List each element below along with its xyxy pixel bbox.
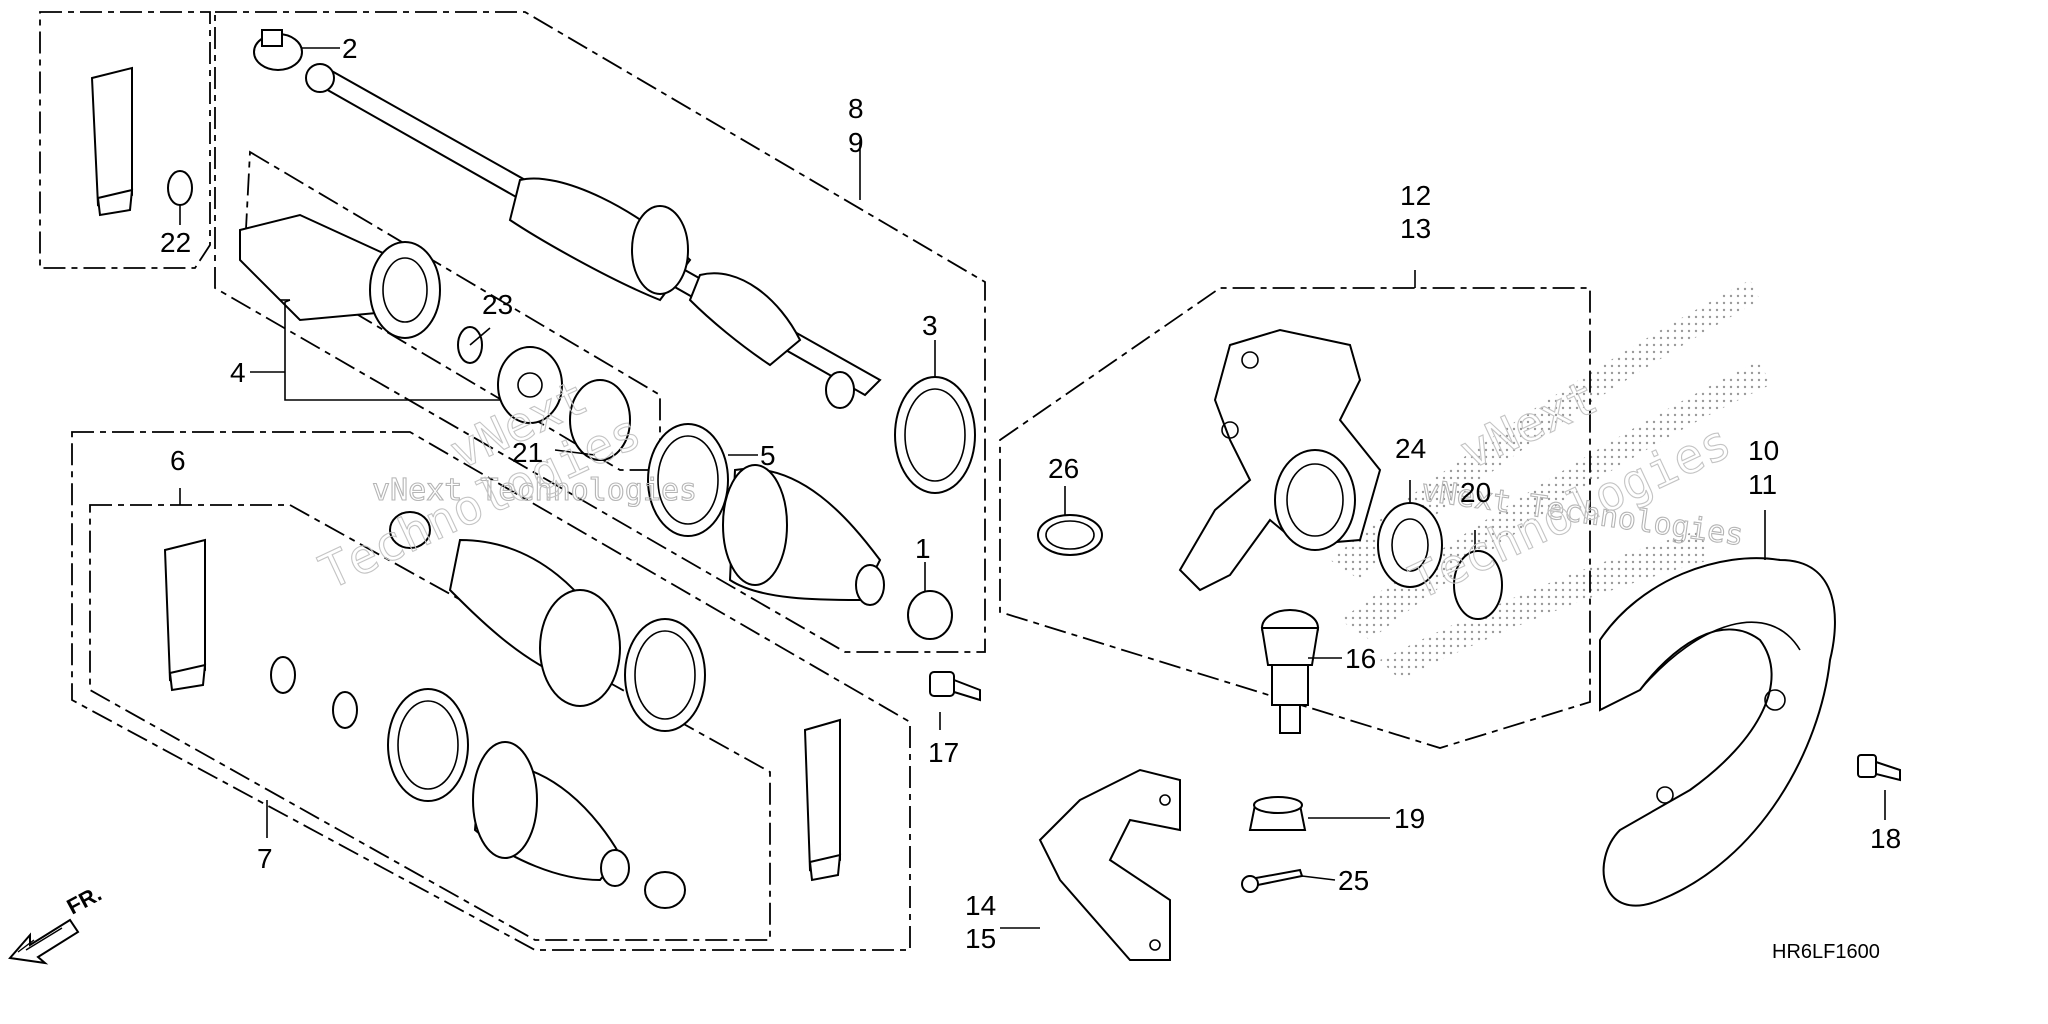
grease-tube-top	[90, 66, 134, 217]
boot-kit-outline	[89, 504, 771, 941]
callout-21: 21	[512, 437, 543, 468]
circlip-22	[167, 170, 193, 206]
callout-19: 19	[1394, 803, 1425, 834]
leader-lines	[179, 47, 1886, 929]
callout-6: 6	[170, 445, 186, 476]
callout-12: 12	[1400, 180, 1431, 211]
clamp-3	[894, 376, 976, 494]
cotter-pin-25	[1241, 868, 1304, 893]
callout-23: 23	[482, 289, 513, 320]
dust-shield	[1599, 557, 1836, 907]
diagram-code: HR6LF1600	[1772, 941, 1880, 963]
callout-17: 17	[928, 737, 959, 768]
callout-15: 15	[965, 923, 996, 954]
callout-16: 16	[1345, 643, 1376, 674]
callout-8: 8	[848, 93, 864, 124]
callout-11: 11	[1748, 469, 1777, 500]
clamp-1	[907, 590, 953, 640]
circlip-kit-b	[332, 691, 358, 729]
front-arrow-icon	[8, 918, 80, 965]
outboard-kit-outline	[71, 431, 911, 951]
callout-24: 24	[1395, 433, 1426, 464]
callout-2: 2	[342, 33, 358, 64]
grease-tube-right	[803, 718, 842, 882]
boot-kit-upper	[448, 538, 621, 707]
inboard-joint-housing	[239, 213, 441, 339]
bolt-17	[929, 671, 981, 702]
circlip-21	[569, 379, 631, 461]
callout-10: 10	[1748, 435, 1779, 466]
callout-14: 14	[965, 890, 996, 921]
callout-7: 7	[257, 843, 273, 874]
bearing-cage	[497, 346, 563, 424]
callout-26: 26	[1048, 453, 1079, 484]
circlip-kit-a	[270, 656, 296, 694]
driveshaft-group-outline	[214, 11, 986, 653]
clamp-2	[253, 29, 303, 71]
bracket-14-15	[1038, 768, 1181, 961]
clamp-small-kit	[389, 511, 431, 549]
clamp-small-kit-lower	[644, 871, 686, 909]
callout-9: 9	[848, 127, 864, 158]
snap-ring-20	[1453, 550, 1503, 620]
callout-5: 5	[760, 440, 776, 471]
callout-20: 20	[1460, 477, 1491, 508]
ball-joint-16	[1260, 609, 1320, 734]
watermark-text-left: vNext Technologies	[372, 473, 697, 508]
castle-nut-19	[1248, 796, 1307, 831]
callout-4: 4	[230, 357, 246, 388]
direction-label: FR.	[63, 881, 106, 920]
front-direction-indicator: FR.	[8, 881, 106, 965]
grease-tube-kit	[163, 538, 207, 692]
steering-knuckle	[1178, 328, 1382, 592]
callout-3: 3	[922, 310, 938, 341]
clamp-5	[647, 423, 729, 537]
driveshaft-assembly	[305, 63, 882, 409]
callout-18: 18	[1870, 823, 1901, 854]
bolt-18	[1857, 754, 1901, 782]
callout-25: 25	[1338, 865, 1369, 896]
callout-labels: 2 22 8 9 3 4 23 21 5 1 6 7 17 14 15 12 1…	[160, 33, 1901, 954]
clamp-large-kit-upper	[624, 618, 706, 732]
callout-13: 13	[1400, 213, 1431, 244]
callout-1: 1	[915, 533, 931, 564]
bearing-24	[1377, 502, 1443, 588]
callout-22: 22	[160, 227, 191, 258]
background-stipple	[1330, 280, 1770, 680]
knuckle-group-outline	[999, 287, 1591, 749]
clamp-large-kit-lower	[387, 688, 469, 802]
boot-kit-lower	[472, 741, 630, 887]
clip-26	[1037, 514, 1103, 556]
boot-5	[722, 464, 885, 606]
grease-group-outline-top	[39, 11, 211, 269]
